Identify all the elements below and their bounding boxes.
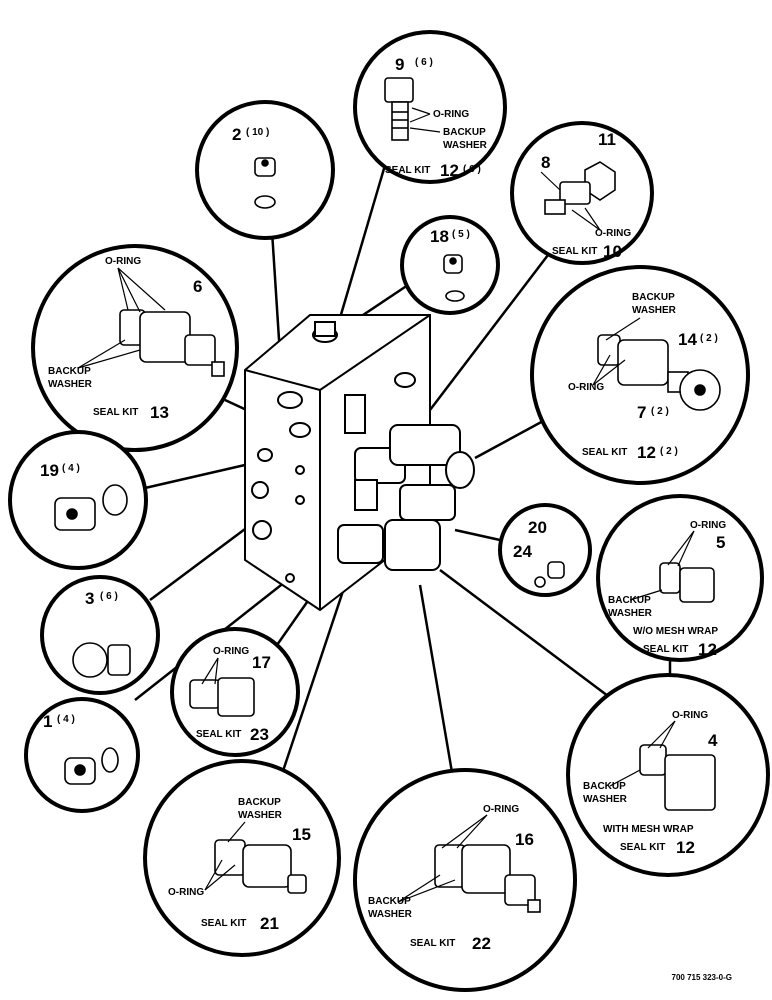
seal-kit-label: SEAL KIT	[196, 729, 241, 740]
label-oring: O-RING	[433, 109, 469, 120]
label-washer: WASHER	[368, 909, 413, 920]
label-washer: WASHER	[238, 810, 283, 821]
part-qty-7: ( 2 )	[651, 406, 669, 417]
valve-block	[244, 314, 475, 612]
label-backup: BACKUP	[443, 127, 486, 138]
label-oring: O-RING	[105, 256, 141, 267]
part-number-2: 2	[232, 125, 241, 144]
label-wo-mesh: W/O MESH WRAP	[633, 626, 718, 637]
label-washer: WASHER	[632, 305, 677, 316]
label-oring: O-RING	[672, 710, 708, 721]
label-oring: O-RING	[568, 382, 604, 393]
part-number-18: 18	[430, 227, 449, 246]
part-number-6: 6	[193, 277, 202, 296]
seal-kit-number: 22	[472, 934, 491, 953]
seal-kit-label: SEAL KIT	[93, 407, 138, 418]
label-arrows	[77, 107, 695, 903]
part-qty-3: ( 6 )	[100, 591, 118, 602]
label-backup: BACKUP	[238, 797, 281, 808]
part-qty-14: ( 2 )	[700, 333, 718, 344]
part-qty-18: ( 5 )	[452, 229, 470, 240]
seal-kit-label: SEAL KIT	[582, 447, 627, 458]
seal-kit-label: SEAL KIT	[385, 165, 430, 176]
label-oring: O-RING	[483, 804, 519, 815]
label-washer: WASHER	[48, 379, 93, 390]
part-number-20: 20	[528, 518, 547, 537]
part-number-24: 24	[513, 542, 532, 561]
part-number-4: 4	[708, 731, 718, 750]
callout-circle-9	[353, 30, 507, 184]
part-number-15: 15	[292, 825, 311, 844]
part-number-7: 7	[637, 403, 646, 422]
seal-kit-number: 21	[260, 914, 279, 933]
part-number-8: 8	[541, 153, 550, 172]
seal-kit-number: 12	[676, 838, 695, 857]
part-number-5: 5	[716, 533, 725, 552]
seal-kit-label: SEAL KIT	[410, 938, 455, 949]
part-number-16: 16	[515, 830, 534, 849]
seal-kit-label: SEAL KIT	[201, 918, 246, 929]
label-washer: WASHER	[608, 608, 653, 619]
label-oring: O-RING	[595, 228, 631, 239]
seal-kit-number: 12	[440, 161, 459, 180]
seal-kit-number: 23	[250, 725, 269, 744]
callout-circle-20	[498, 503, 592, 597]
part-number-1: 1	[43, 712, 52, 731]
part-number-17: 17	[252, 653, 271, 672]
label-backup: BACKUP	[608, 595, 651, 606]
part-qty-9: ( 6 )	[415, 57, 433, 68]
label-washer: WASHER	[443, 140, 488, 151]
seal-kit-number: 12	[698, 640, 717, 659]
seal-kit-label: SEAL KIT	[620, 842, 665, 853]
part-qty-1: ( 4 )	[57, 714, 75, 725]
label-backup: BACKUP	[368, 896, 411, 907]
seal-kit-label: SEAL KIT	[552, 246, 597, 257]
callout-text: 9 ( 6 ) O-RING BACKUP WASHER SEAL KIT 12…	[40, 55, 726, 953]
part-number-14: 14	[678, 330, 697, 349]
part-drawings	[54, 77, 721, 913]
part-number-9: 9	[395, 55, 404, 74]
label-with-mesh: WITH MESH WRAP	[603, 824, 694, 835]
label-washer: WASHER	[583, 794, 628, 805]
part-number-11: 11	[598, 130, 616, 149]
part-number-3: 3	[85, 589, 94, 608]
part-qty-19: ( 4 )	[62, 463, 80, 474]
label-backup: BACKUP	[48, 366, 91, 377]
seal-kit-number: 10	[603, 242, 622, 261]
part-qty-2: ( 10 )	[246, 127, 269, 138]
callout-circles	[8, 30, 770, 992]
callout-circle-6	[31, 244, 239, 452]
label-oring: O-RING	[690, 520, 726, 531]
part-number-19: 19	[40, 461, 59, 480]
seal-kit-label: SEAL KIT	[643, 644, 688, 655]
label-backup: BACKUP	[632, 292, 675, 303]
seal-kit-number: 13	[150, 403, 169, 422]
callout-circle-1	[24, 697, 140, 813]
label-backup: BACKUP	[583, 781, 626, 792]
seal-kit-number: 12	[637, 443, 656, 462]
seal-kit-qty: ( 2 )	[660, 446, 678, 457]
label-oring: O-RING	[168, 887, 204, 898]
figure-code: 700 715 323-0-G	[671, 973, 733, 982]
seal-kit-qty: ( 6 )	[463, 164, 481, 175]
label-oring: O-RING	[213, 646, 249, 657]
